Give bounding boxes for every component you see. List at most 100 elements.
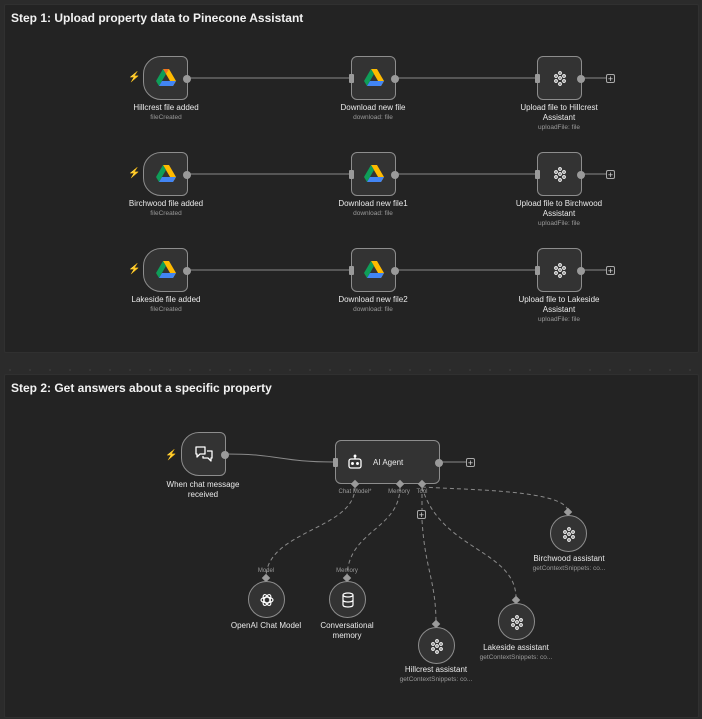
add-node-plus-icon[interactable]: + (606, 170, 615, 180)
output-handle[interactable] (577, 75, 585, 83)
trigger-bolt-icon: ⚡ (128, 264, 141, 275)
output-handle[interactable] (391, 171, 399, 179)
lakeside-trigger-label: Lakeside file added (131, 295, 201, 304)
openai-chat-model-node[interactable] (248, 581, 285, 618)
memory-label-line1: Conversational (320, 621, 374, 630)
upload-label-line2: Assistant (542, 305, 576, 314)
google-drive-icon (155, 165, 176, 182)
upload-birchwood-node[interactable] (535, 152, 585, 196)
download-label: Download new file1 (338, 199, 408, 208)
memory-node-port-label: Memory (336, 568, 358, 574)
upload-hillcrest-node[interactable] (535, 56, 585, 100)
pinecone-icon (510, 614, 523, 630)
add-node-plus-icon[interactable]: + (466, 458, 475, 468)
chat-trigger-label-line1: When chat message (166, 480, 240, 489)
upload-sub: uploadFile: file (538, 316, 580, 323)
google-drive-icon (363, 69, 384, 86)
download-new-file-node[interactable] (349, 56, 399, 100)
upload-label-line1: Upload file to Hillcrest (520, 103, 598, 112)
output-handle[interactable] (391, 267, 399, 275)
download-sub: download: file (353, 306, 393, 313)
google-drive-icon (363, 261, 384, 278)
tool-port-label: Tool (416, 489, 428, 495)
hillcrest-assistant-label: Hillcrest assistant (404, 665, 468, 674)
download-label: Download new file (340, 103, 406, 112)
download-new-file1-node[interactable] (349, 152, 399, 196)
birchwood-trigger-label: Birchwood file added (128, 199, 204, 208)
input-handle[interactable] (349, 170, 354, 179)
output-handle[interactable] (183, 171, 191, 179)
birchwood-trigger-sub: fileCreated (150, 210, 182, 217)
openai-label: OpenAI Chat Model (230, 621, 302, 630)
database-icon (341, 591, 354, 608)
chat-bubbles-icon (194, 446, 213, 462)
output-handle[interactable] (183, 267, 191, 275)
trigger-bolt-icon: ⚡ (128, 72, 141, 83)
robot-icon (348, 454, 362, 469)
hillcrest-assistant-sub: getContextSnippets: co... (399, 676, 473, 683)
trigger-bolt-icon: ⚡ (165, 450, 178, 461)
step2-sticky-note: Step 2: Get answers about a specific pro… (4, 374, 699, 718)
upload-lakeside-node[interactable] (535, 248, 585, 292)
birchwood-file-added-node[interactable] (143, 152, 191, 196)
lakeside-assistant-node[interactable] (498, 603, 535, 640)
lakeside-trigger-sub: fileCreated (150, 306, 182, 313)
chat-trigger-node[interactable] (181, 432, 229, 476)
download-sub: download: file (353, 114, 393, 121)
input-handle[interactable] (333, 458, 338, 467)
output-handle[interactable] (577, 267, 585, 275)
chat-model-port-label: Chat Model* (338, 489, 372, 495)
birchwood-assistant-node[interactable] (550, 515, 587, 552)
openai-port-label: Model (257, 568, 275, 574)
birchwood-assistant-label: Birchwood assistant (533, 554, 605, 563)
output-handle[interactable] (577, 171, 585, 179)
chat-trigger-label-line2: received (187, 490, 219, 499)
pinecone-icon (553, 167, 566, 182)
download-label: Download new file2 (338, 295, 408, 304)
lakeside-file-added-node[interactable] (143, 248, 191, 292)
google-drive-icon (155, 261, 176, 278)
input-handle[interactable] (349, 266, 354, 275)
upload-sub: uploadFile: file (538, 124, 580, 131)
add-tool-plus-icon[interactable]: + (417, 510, 426, 520)
step1-title: Step 1: Upload property data to Pinecone… (11, 11, 304, 25)
trigger-bolt-icon: ⚡ (128, 168, 141, 179)
ai-agent-node[interactable]: AI Agent (333, 440, 443, 484)
output-handle[interactable] (435, 459, 443, 467)
input-handle[interactable] (535, 170, 540, 179)
pinecone-icon (553, 71, 566, 86)
pinecone-icon (562, 526, 575, 542)
hillcrest-trigger-sub: fileCreated (150, 114, 182, 121)
upload-sub: uploadFile: file (538, 220, 580, 227)
hillcrest-file-added-node[interactable] (143, 56, 191, 100)
hillcrest-assistant-node[interactable] (418, 627, 455, 664)
download-sub: download: file (353, 210, 393, 217)
download-new-file2-node[interactable] (349, 248, 399, 292)
step2-title: Step 2: Get answers about a specific pro… (11, 381, 272, 395)
conversational-memory-node[interactable] (329, 581, 366, 618)
pinecone-icon (430, 638, 443, 654)
upload-label-line2: Assistant (542, 209, 576, 218)
google-drive-icon (155, 69, 176, 86)
input-handle[interactable] (349, 74, 354, 83)
openai-icon (259, 593, 274, 606)
input-handle[interactable] (535, 74, 540, 83)
ai-agent-label: AI Agent (373, 457, 404, 467)
hillcrest-trigger-label: Hillcrest file added (133, 103, 199, 112)
output-handle[interactable] (221, 451, 229, 459)
upload-label-line1: Upload file to Birchwood (515, 199, 603, 208)
lakeside-assistant-sub: getContextSnippets: co... (479, 654, 553, 661)
upload-label-line2: Assistant (542, 113, 576, 122)
add-node-plus-icon[interactable]: + (606, 74, 615, 84)
birchwood-assistant-sub: getContextSnippets: co... (532, 565, 606, 572)
output-handle[interactable] (183, 75, 191, 83)
google-drive-icon (363, 165, 384, 182)
pinecone-icon (553, 263, 566, 278)
memory-label-line2: memory (332, 631, 362, 640)
output-handle[interactable] (391, 75, 399, 83)
input-handle[interactable] (535, 266, 540, 275)
memory-port-label: Memory (388, 489, 410, 495)
lakeside-assistant-label: Lakeside assistant (483, 643, 549, 652)
add-node-plus-icon[interactable]: + (606, 266, 615, 276)
upload-label-line1: Upload file to Lakeside (518, 295, 600, 304)
